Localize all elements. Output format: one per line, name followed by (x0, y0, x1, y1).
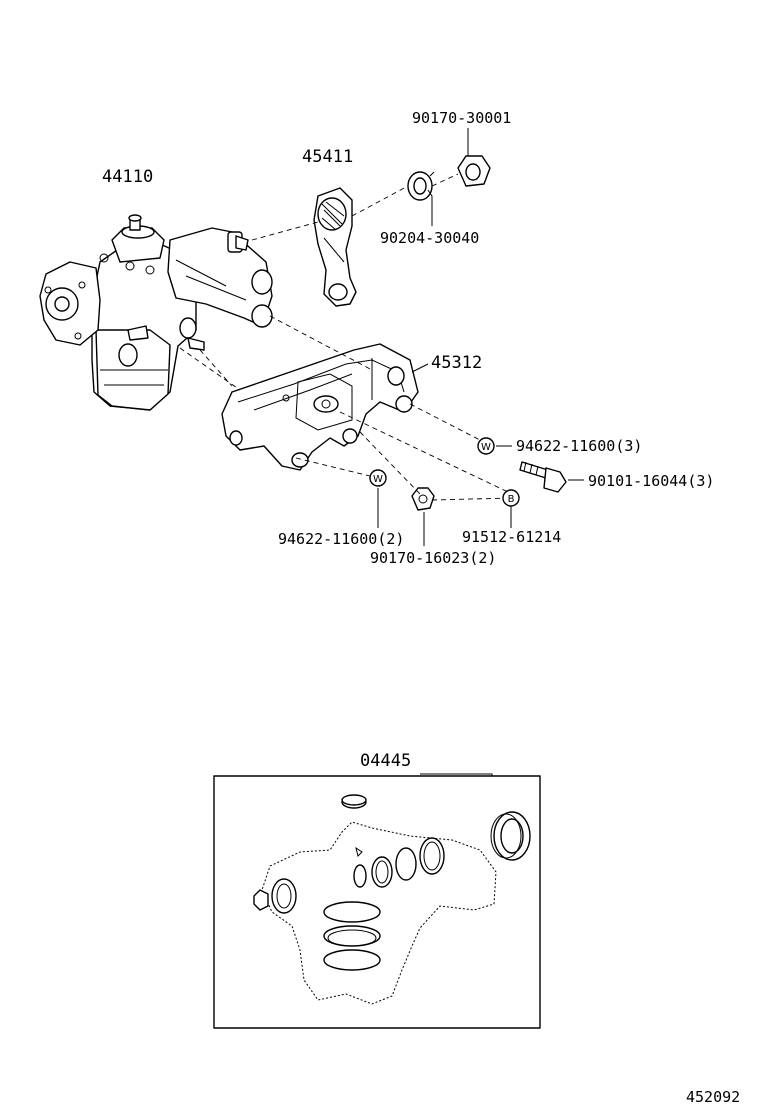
bolt-badge: B (502, 489, 520, 507)
diagram-number: 452092 (686, 1088, 740, 1106)
small-nut (411, 487, 435, 511)
label-94622-11600-3: 94622-11600(3) (516, 437, 642, 455)
pitman-arm (313, 187, 357, 307)
label-90204-30040: 90204-30040 (380, 229, 479, 247)
label-04445: 04445 (360, 751, 411, 771)
hex-nut (457, 155, 491, 187)
gasket-kit-box (213, 775, 541, 1029)
mount-bolt (519, 461, 567, 493)
gear-bracket (221, 343, 419, 471)
assembly-lines (179, 173, 513, 501)
washer-badge-b-text: W (373, 474, 383, 485)
label-44110: 44110 (102, 167, 153, 187)
washer-badge-a: W (477, 437, 495, 455)
label-90101-16044-3: 90101-16044(3) (588, 472, 714, 490)
label-45312: 45312 (431, 353, 482, 373)
bolt-badge-text: B (508, 494, 515, 505)
label-90170-30001: 90170-30001 (412, 109, 511, 127)
steering-gear-assembly (39, 214, 273, 411)
label-45411: 45411 (302, 147, 353, 167)
label-90170-16023-2: 90170-16023(2) (370, 549, 496, 567)
label-91512-61214: 91512-61214 (462, 528, 561, 546)
label-94622-11600-2: 94622-11600(2) (278, 530, 404, 548)
lock-washer (407, 171, 435, 201)
washer-badge-b: W (369, 469, 387, 487)
washer-badge-a-text: W (481, 442, 491, 453)
